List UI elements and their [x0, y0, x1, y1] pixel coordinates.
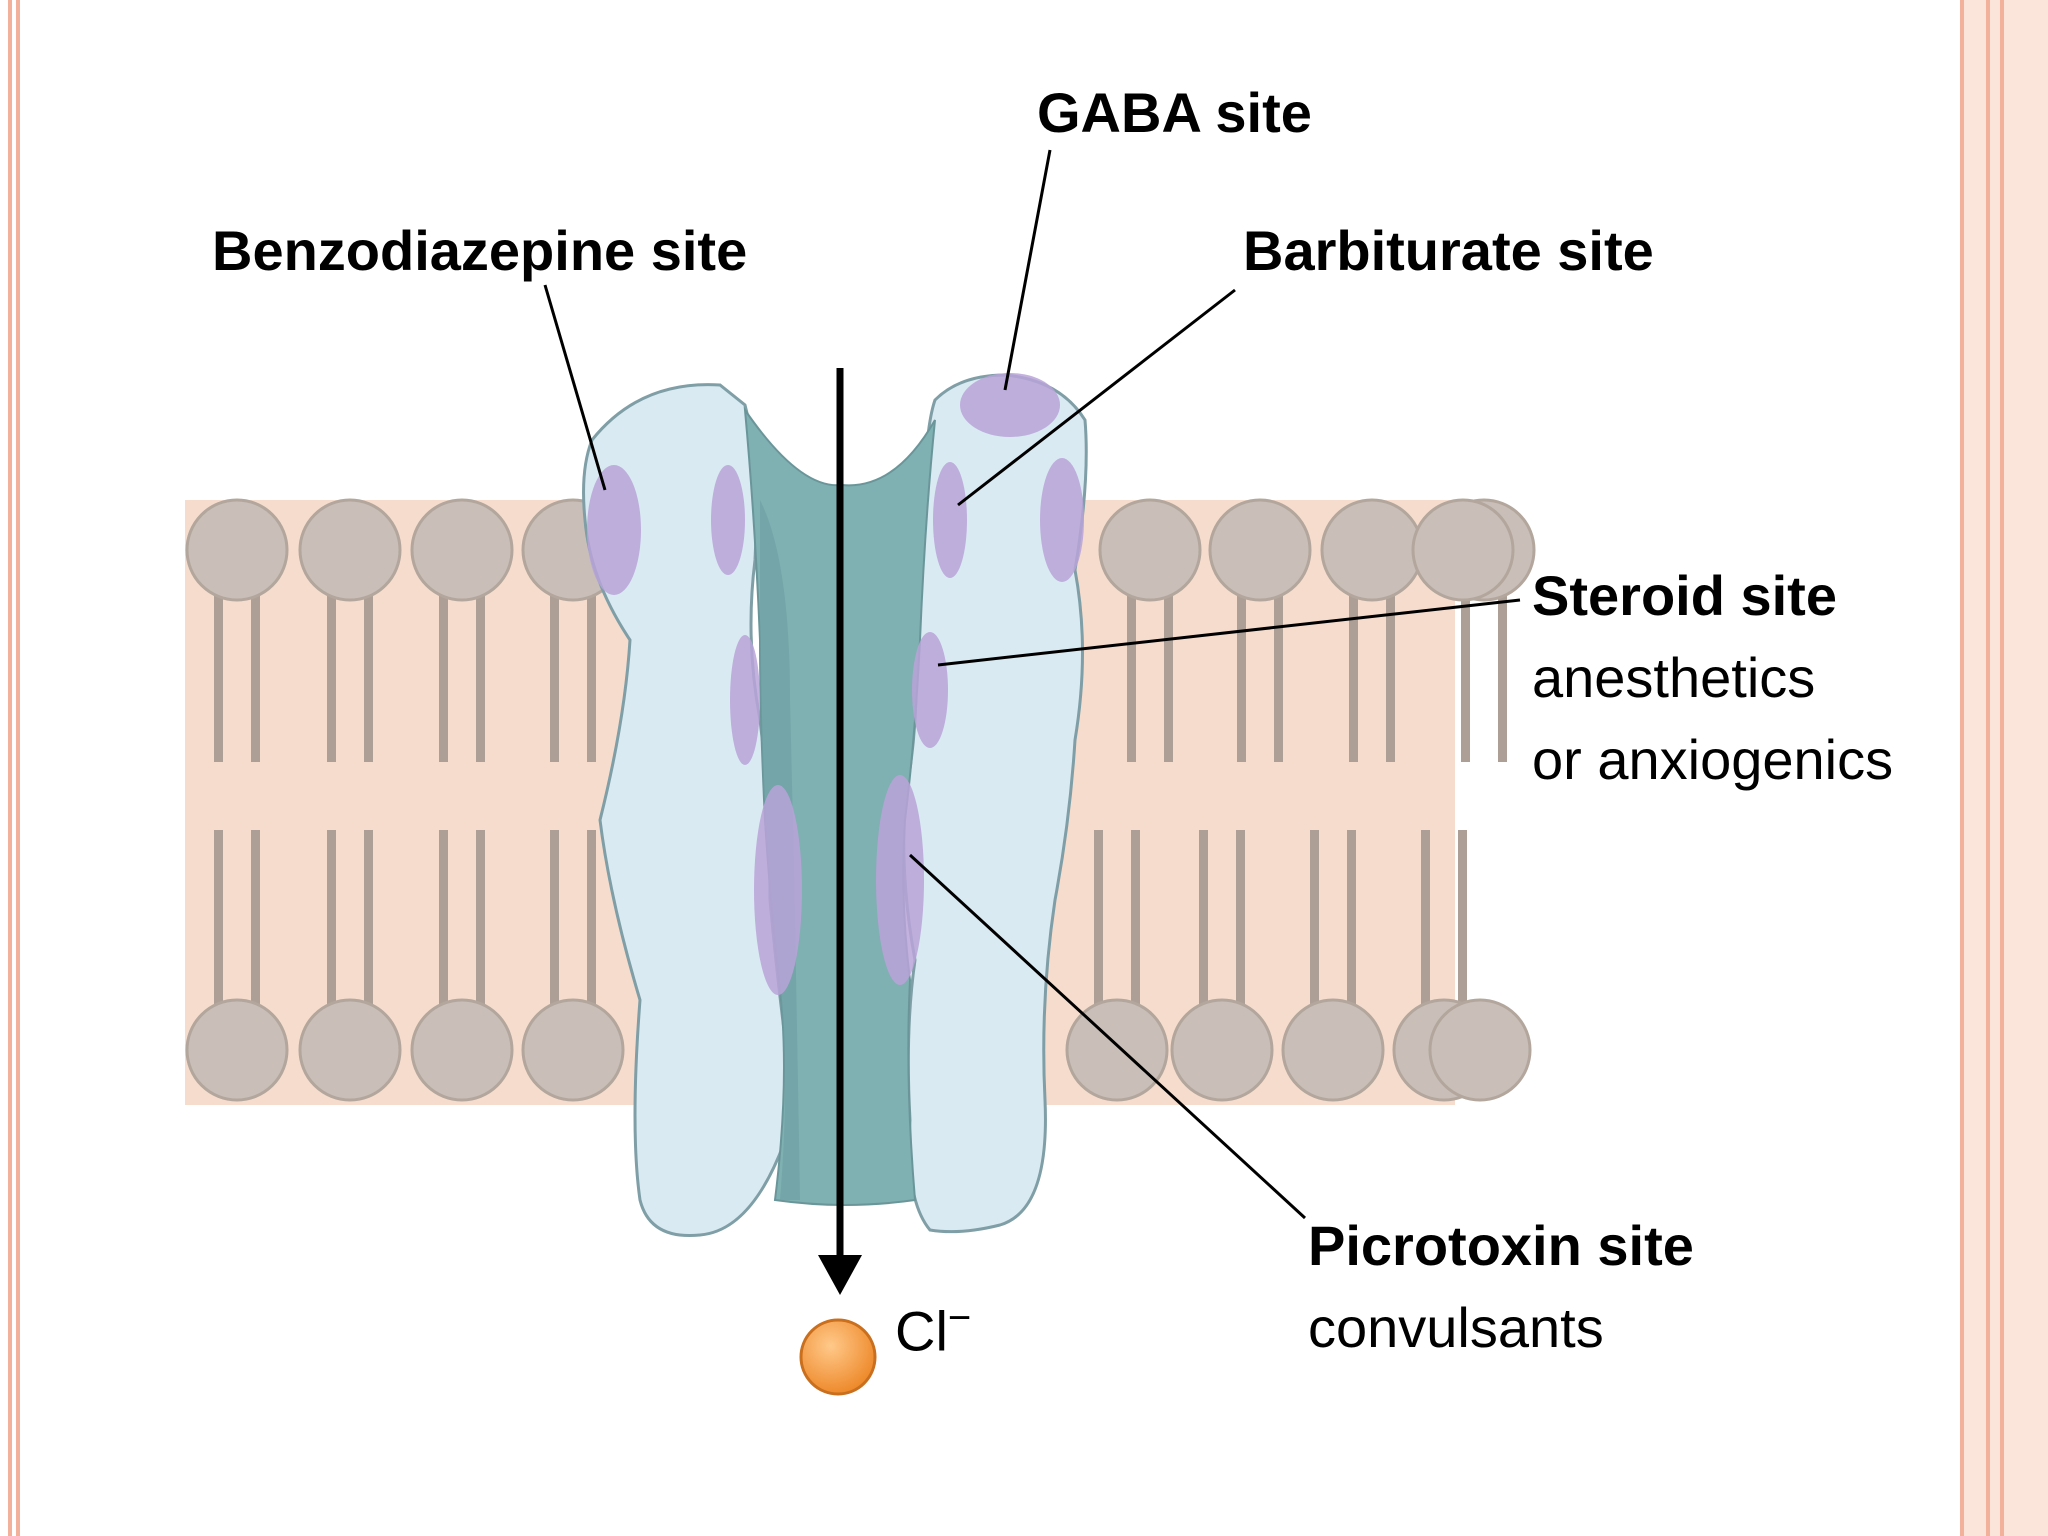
lipid-tail [476, 580, 485, 762]
lipid-head [1170, 998, 1274, 1102]
leader-benzodiazepine [543, 284, 607, 491]
left-frame-line [8, 0, 12, 1536]
lipid-tail [1461, 580, 1470, 762]
chloride-ion [799, 1318, 877, 1396]
right-frame-line-2 [1986, 0, 1990, 1536]
lipid-tails [214, 580, 1507, 1010]
chloride-charge: − [947, 1296, 972, 1340]
steroid-anesthetics-label: anesthetics [1532, 646, 1816, 709]
lipid-tail [327, 580, 336, 762]
lipid-head [410, 998, 514, 1102]
lipid-tail [439, 830, 448, 1010]
lipid-tail [1094, 830, 1103, 1010]
right-outer-site [1040, 458, 1084, 582]
lipid-head [410, 498, 514, 602]
lipid-head [1281, 998, 1385, 1102]
steroid-site-label: Steroid site [1532, 564, 1837, 627]
lipid-tail [587, 830, 596, 1010]
lipid-tail [1127, 580, 1136, 762]
lipid-tail [1421, 830, 1430, 1010]
leader-gaba [1003, 149, 1052, 391]
left-inner-site-low [754, 785, 802, 995]
lipid-tail [364, 580, 373, 762]
lipid-tail [1458, 830, 1467, 1010]
steroid-binding-site [912, 632, 948, 748]
right-frame-line [1960, 0, 1964, 1536]
lipid-tail [251, 580, 260, 762]
lipid-head [521, 998, 625, 1102]
right-frame-panel [1962, 0, 2048, 1536]
lipid-tail [1347, 830, 1356, 1010]
barbiturate-site-label: Barbiturate site [1243, 219, 1654, 282]
picrotoxin-binding-site [876, 775, 924, 985]
lipid-head [1320, 498, 1424, 602]
benzodiazepine-site-label: Benzodiazepine site [212, 219, 748, 282]
lipid-tail [1274, 580, 1283, 762]
picrotoxin-site-label: Picrotoxin site [1308, 1214, 1694, 1277]
lipid-tail [327, 830, 336, 1010]
lipid-head [298, 998, 402, 1102]
leader-lines [543, 149, 1521, 1220]
lipid-head [185, 998, 289, 1102]
lipid-tail [1386, 580, 1395, 762]
chloride-label: Cl− [895, 1296, 971, 1364]
lipid-head [1428, 998, 1532, 1102]
steroid-anxiogenics-label: or anxiogenics [1532, 728, 1894, 791]
lipid-tail [364, 830, 373, 1010]
lipid-tail [1310, 830, 1319, 1010]
lipid-tail [1236, 830, 1245, 1010]
chloride-symbol: Cl [895, 1299, 948, 1363]
benzodiazepine-binding-site [587, 465, 641, 595]
lipid-tail [1498, 580, 1507, 762]
channel-left-subunit [582, 383, 797, 1238]
lipid-tail [587, 580, 596, 762]
lipid-head [1208, 498, 1312, 602]
lipid-head [1411, 498, 1515, 602]
lipid-tail [550, 580, 559, 762]
lipid-tail [214, 830, 223, 1010]
binding-sites [587, 373, 1084, 995]
left-inner-site-top [711, 465, 745, 575]
lipid-tail [550, 830, 559, 1010]
lipid-tail [1131, 830, 1140, 1010]
lipid-tail [214, 580, 223, 762]
lipid-heads [185, 498, 1536, 1102]
leader-picrotoxin [908, 853, 1307, 1220]
lipid-tail [251, 830, 260, 1010]
lipid-tail [1237, 580, 1246, 762]
lipid-tail [439, 580, 448, 762]
lipid-head [185, 498, 289, 602]
lipid-tail [1199, 830, 1208, 1010]
left-inner-site-mid [730, 635, 760, 765]
leader-barbiturate [957, 288, 1236, 507]
lipid-tail [1164, 580, 1173, 762]
leader-steroid [937, 598, 1521, 667]
lipid-tail [1349, 580, 1358, 762]
left-frame-line-inner [16, 0, 20, 1536]
ion-flow-arrow [818, 368, 862, 1295]
picrotoxin-convulsants-label: convulsants [1308, 1296, 1604, 1359]
lipid-tail [476, 830, 485, 1010]
lipid-head [1098, 498, 1202, 602]
lipid-head [298, 498, 402, 602]
lipid-head [1065, 998, 1169, 1102]
barbiturate-binding-site [933, 462, 967, 578]
gaba-binding-site [960, 373, 1060, 437]
right-frame-line-3 [2000, 0, 2004, 1536]
gaba-site-label: GABA site [1037, 81, 1312, 144]
